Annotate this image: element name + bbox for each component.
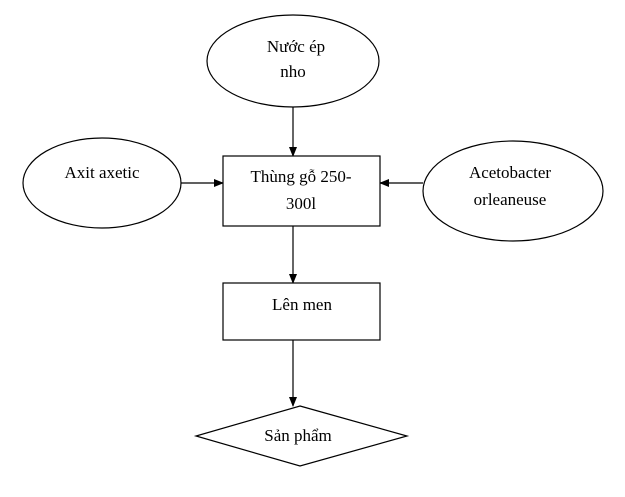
node-fermentation: Lên men (222, 282, 381, 341)
grape-juice-label-line2: nho (280, 62, 306, 81)
node-grape-juice: Nước ép nho (206, 14, 380, 108)
acetobacter-label-line1: Acetobacter (469, 163, 551, 182)
fermentation-label: Lên men (272, 295, 332, 314)
node-acetobacter: Acetobacter orleaneuse (422, 140, 604, 242)
grape-juice-label-line1: Nước ép (267, 37, 325, 56)
node-product: Sản phẩm (193, 405, 410, 467)
acetobacter-label-line2: orleaneuse (474, 190, 547, 209)
product-label: Sản phẩm (264, 426, 332, 445)
node-acetic-acid: Axit axetic (22, 137, 182, 229)
wooden-barrel-label-line2: 300l (286, 194, 317, 213)
node-wooden-barrel: Thùng gỗ 250- 300l (222, 155, 381, 227)
wooden-barrel-label-line1: Thùng gỗ 250- (250, 167, 351, 186)
acetic-acid-label: Axit axetic (64, 163, 140, 182)
